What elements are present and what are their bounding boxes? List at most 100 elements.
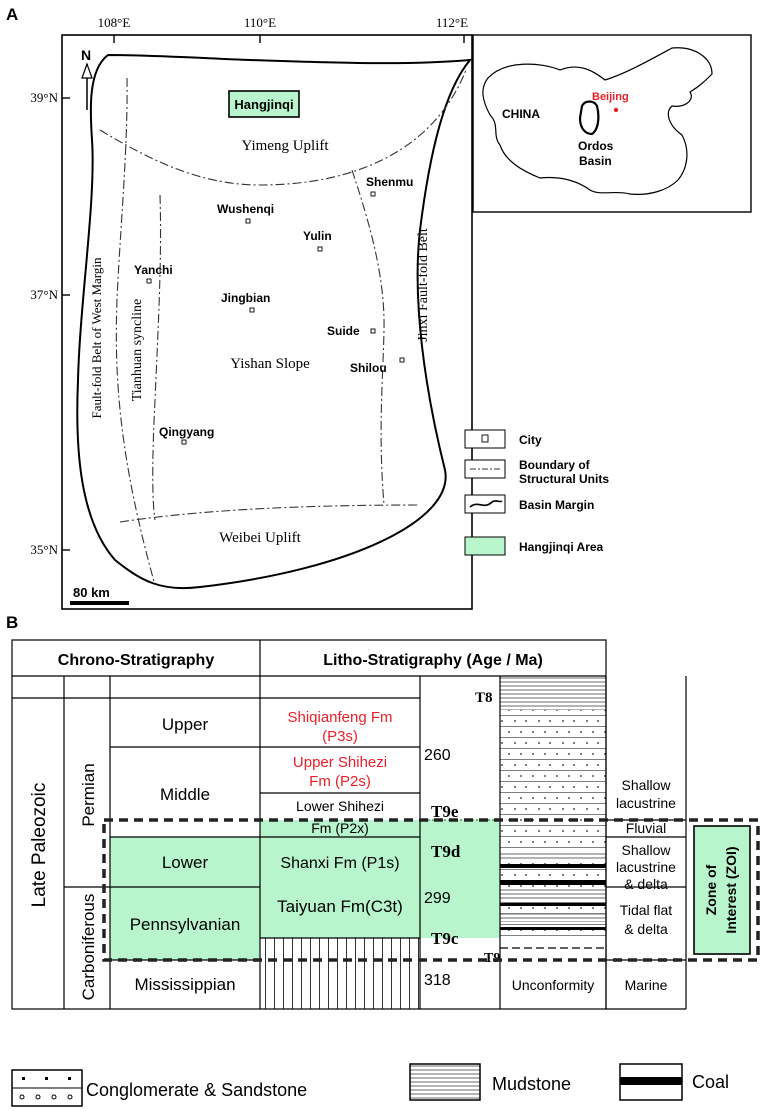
- inset-china-map: Beijing CHINA Ordos Basin: [482, 47, 713, 195]
- city-shenmu: Shenmu: [366, 175, 413, 197]
- map-legend: City Boundary of Structural Units Basin …: [464, 429, 609, 556]
- tianhuan-syncline-label: Tianhuan syncline: [130, 299, 145, 402]
- panel-a-label: A: [6, 5, 18, 24]
- basin-margin: [76, 53, 473, 590]
- city-qingyang: Qingyang: [159, 425, 214, 445]
- scale-label: 80 km: [73, 585, 110, 600]
- horizon-t9c: T9c: [431, 929, 459, 948]
- ordos-basin-label-2: Basin: [579, 154, 612, 168]
- city-yanchi: Yanchi: [134, 263, 173, 284]
- horizon-t8: T8: [475, 690, 493, 706]
- beijing-marker-icon: [613, 107, 619, 113]
- env-fluvial: Fluvial: [626, 820, 666, 836]
- legend-conglomerate: Conglomerate & Sandstone: [86, 1080, 307, 1100]
- mudstone-legend-icon: [409, 1063, 481, 1101]
- zoi-fill-penn: [110, 887, 260, 960]
- legend-boundary-label-1: Boundary of: [519, 458, 591, 472]
- lithology-mudstone-b: [500, 888, 606, 900]
- zoi-label-1: Zone of: [703, 864, 719, 915]
- ordos-outline: [578, 100, 600, 136]
- panel-b: B: [6, 613, 760, 1107]
- env-marine: Marine: [625, 977, 668, 993]
- weibei-uplift-label: Weibei Uplift: [219, 530, 302, 546]
- city-marker-icon: [249, 307, 255, 313]
- city-marker-icon: [317, 246, 323, 252]
- epoch-upper: Upper: [162, 715, 209, 734]
- formation-upper-shihezi-code: Fm (P2s): [309, 773, 371, 790]
- coal-seam: [500, 903, 606, 906]
- hangjinqi-box: [228, 90, 300, 118]
- lithology-sandstone: [500, 710, 606, 836]
- city-wushenqi: Wushenqi: [217, 202, 274, 224]
- city-label: Jingbian: [221, 291, 270, 305]
- legend-margin-label: Basin Margin: [519, 498, 594, 512]
- china-outline: [482, 47, 713, 195]
- beijing-label: Beijing: [592, 91, 629, 103]
- permian-label: Permian: [79, 763, 98, 826]
- city-marker-icon: [370, 191, 376, 197]
- age-318: 318: [424, 972, 451, 989]
- lithology-mudstone-c: [500, 914, 606, 922]
- formation-shiqianfeng-code: (P3s): [322, 728, 358, 745]
- legend-area-label: Hangjinqi Area: [519, 540, 604, 554]
- yimeng-uplift-label: Yimeng Uplift: [241, 138, 329, 154]
- age-260: 260: [424, 747, 451, 764]
- area-legend-icon: [464, 536, 506, 556]
- structural-boundaries: [99, 69, 467, 586]
- lithology-legend: Conglomerate & Sandstone Mudstone Coal: [11, 1063, 729, 1107]
- zoi-fill-age: [420, 820, 500, 938]
- age-299: 299: [424, 890, 451, 907]
- yishan-slope-label: Yishan Slope: [230, 356, 310, 372]
- zoi-label-2: Interest (ZOI): [723, 846, 739, 933]
- horizon-t9: T9: [484, 951, 500, 966]
- city-label: Wushenqi: [217, 202, 274, 216]
- coal-seam: [500, 880, 606, 885]
- city-label: Shenmu: [366, 175, 413, 189]
- env-tidal-flat-1: Tidal flat: [620, 902, 673, 918]
- city-marker-icon: [399, 357, 405, 363]
- zoi-fill-taiyuan: [260, 887, 420, 938]
- longitude-110: 110°E: [244, 15, 276, 30]
- epoch-mississippian: Mississippian: [134, 975, 235, 994]
- city-marker-icon: [245, 218, 251, 224]
- horizon-t9d: T9d: [431, 842, 461, 861]
- city-label: Shilou: [350, 361, 387, 375]
- coal-seam: [500, 864, 606, 868]
- formation-upper-shihezi: Upper Shihezi: [293, 754, 387, 771]
- chrono-header: Chrono-Stratigraphy: [58, 652, 215, 669]
- city-label: Yulin: [303, 229, 332, 243]
- formation-lower-shihezi: Lower Shihezi: [296, 798, 384, 814]
- north-arrow-icon: N: [81, 47, 93, 110]
- legend-mudstone: Mudstone: [492, 1074, 571, 1094]
- env-shallow-lacustrine-1: Shallow: [621, 777, 671, 793]
- city-label: Qingyang: [159, 425, 214, 439]
- zoi-fill-lower-shihezi: [260, 820, 420, 837]
- mississippian-hatch: [260, 938, 420, 1009]
- epoch-middle: Middle: [160, 785, 210, 804]
- city-suide: Suide: [327, 324, 376, 338]
- graticule-ticks: [62, 35, 465, 551]
- city-marker-icon: [181, 439, 187, 445]
- city-label: Yanchi: [134, 263, 173, 277]
- city-legend-icon: [481, 434, 489, 443]
- zoi-box: [693, 825, 751, 955]
- hangjinqi-label: Hangjinqi: [234, 97, 293, 112]
- strat-table-lines: [11, 639, 687, 1010]
- basin-margin-legend-icon: [469, 500, 503, 508]
- env-lacustrine-delta-3: & delta: [624, 876, 668, 892]
- legend-swatch: [464, 494, 506, 514]
- panel-a: A 108°E 110°E 112°E 39°N 37°N 35°N N: [6, 5, 752, 610]
- env-lacustrine-delta-1: Shallow: [621, 842, 671, 858]
- map-frame: [61, 34, 473, 610]
- scale-bar: [70, 601, 129, 605]
- lithology-mudstone-a: [500, 852, 606, 860]
- epoch-pennsylvanian: Pennsylvanian: [130, 915, 241, 934]
- formation-lower-shihezi-code: Fm (P2x): [311, 820, 369, 836]
- env-tidal-flat-2: & delta: [624, 921, 668, 937]
- epoch-lower: Lower: [162, 853, 209, 872]
- lithology-mudstone-top: [500, 676, 606, 710]
- west-margin-label: Fault-fold Belt of West Margin: [89, 257, 104, 418]
- coal-seam: [500, 927, 606, 930]
- longitude-112: 112°E: [436, 15, 468, 30]
